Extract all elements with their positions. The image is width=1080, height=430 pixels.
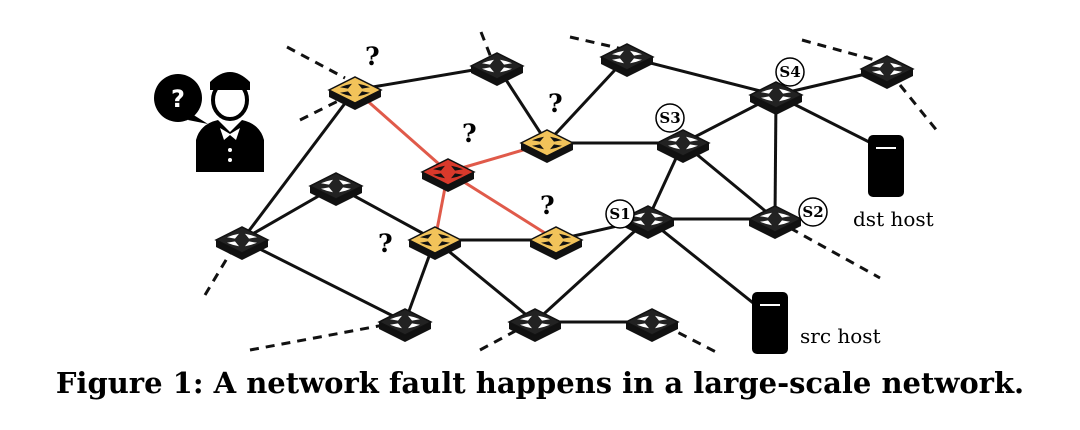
question-marks: ? ? ? ? ? [365, 42, 563, 258]
switch-s4 [748, 81, 804, 115]
switch-s2 [747, 205, 803, 239]
question-mark: ? [378, 229, 393, 258]
operator-person: ? [154, 72, 264, 172]
switches [214, 43, 915, 342]
speech-bubble-icon: ? [154, 74, 208, 124]
switch-labels: S1 S2 S3 S4 [605, 57, 828, 229]
dst-host-icon [868, 135, 904, 197]
dst-host: dst host [853, 135, 934, 231]
label-s4: S4 [779, 63, 800, 81]
switch-suspect [407, 226, 463, 260]
switch [507, 308, 563, 342]
switch [469, 52, 525, 86]
switch [308, 172, 364, 206]
switch [214, 226, 270, 260]
switch [599, 43, 655, 77]
question-mark: ? [548, 89, 563, 118]
figure-caption: Figure 1: A network fault happens in a l… [55, 366, 1025, 400]
question-mark: ? [462, 119, 477, 148]
svg-text:?: ? [171, 85, 185, 113]
switch [859, 55, 915, 89]
switch-suspect [327, 76, 383, 110]
switch-faulty [420, 158, 476, 192]
network-fault-diagram: dst host src host S1 S2 S3 S4 ? ? ? ? ? … [154, 31, 940, 354]
person-icon [196, 72, 264, 172]
src-host-label: src host [800, 324, 881, 348]
switch-s3 [655, 129, 711, 163]
switch [624, 308, 680, 342]
question-mark: ? [540, 191, 555, 220]
src-host: src host [752, 292, 881, 354]
question-mark: ? [365, 42, 380, 71]
switch [377, 308, 433, 342]
label-s3: S3 [659, 109, 680, 127]
dst-host-label: dst host [853, 207, 934, 231]
src-host-icon [752, 292, 788, 354]
switch-s1 [620, 205, 676, 239]
label-s2: S2 [802, 203, 823, 221]
switch-suspect [528, 226, 584, 260]
label-s1: S1 [609, 205, 630, 223]
switch-suspect [519, 129, 575, 163]
